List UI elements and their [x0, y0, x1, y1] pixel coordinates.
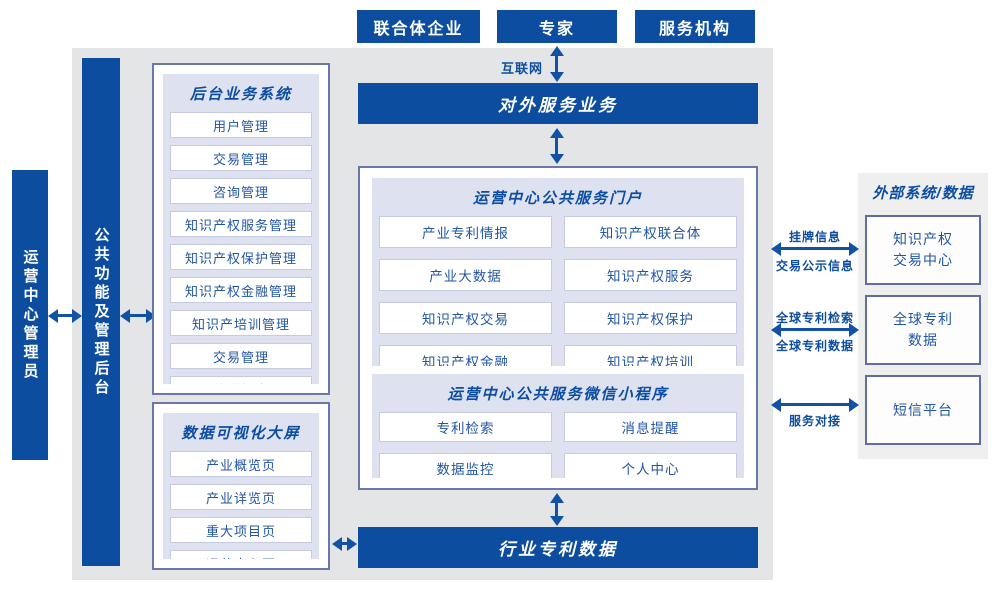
miniprogram-item: 专利检索	[379, 412, 552, 442]
dataviz-item: 重大项目页	[170, 517, 312, 543]
portal-item: 知识产权金融	[379, 345, 552, 366]
backend-item: 知识产权服务管理	[170, 211, 312, 237]
backend-item: 知识产培训管理	[170, 310, 312, 336]
ops-center-services-box: 运营中心公共服务门户 产业专利情报 知识产权联合体 产业大数据 知识产权服务 知…	[358, 166, 758, 490]
ops-center-admin-bar: 运营中心管理员	[12, 170, 48, 460]
backend-item: 咨询管理	[170, 178, 312, 204]
internet-connection-arrow	[549, 46, 564, 82]
backend-system-panel: 后台业务系统 用户管理 交易管理 咨询管理 知识产权服务管理 知识产权保护管理 …	[163, 74, 319, 384]
backend-item: 交易管理	[170, 343, 312, 369]
internet-label: 互联网	[500, 61, 543, 76]
data-visualization-panel: 数据可视化大屏 产业概览页 产业详览页 重大项目页 运营中心页	[163, 413, 319, 559]
external-service-bar: 对外服务业务	[358, 83, 758, 124]
admin-to-backend-arrow	[48, 308, 82, 323]
transaction-publicity-label: 交易公示信息	[775, 259, 854, 273]
external-systems-panel: 外部系统/数据 知识产权交易中心 全球专利数据 短信平台	[858, 173, 988, 459]
global-patent-search-label: 全球专利检索	[775, 311, 854, 325]
backend-item: 用户管理	[170, 112, 312, 138]
ip-trading-center-label: 知识产权交易中心	[893, 231, 953, 268]
public-function-label: 公共功能及管理后台	[92, 226, 110, 398]
ops-center-admin-label: 运营中心管理员	[21, 248, 39, 382]
consortium-enterprise-node: 联合体企业	[357, 10, 480, 43]
wechat-miniprogram-title: 运营中心公共服务微信小程序	[447, 386, 669, 403]
industry-patent-data-bar: 行业专利数据	[358, 527, 758, 568]
miniprogram-item: 数据监控	[379, 453, 552, 478]
public-function-bar: 公共功能及管理后台	[82, 58, 120, 566]
listing-info-label: 挂牌信息	[788, 230, 841, 244]
sms-platform-arrow	[771, 397, 859, 412]
portal-item: 产业专利情报	[379, 216, 552, 248]
miniprogram-item: 个人中心	[564, 453, 737, 478]
expert-node: 专家	[497, 10, 617, 43]
miniprogram-item: 消息提醒	[564, 412, 737, 442]
data-visualization-title: 数据可视化大屏	[181, 425, 301, 442]
external-systems-title: 外部系统/数据	[872, 185, 974, 202]
portal-item: 知识产权保护	[564, 302, 737, 334]
global-patent-data-node: 全球专利数据	[865, 295, 981, 365]
sms-platform-node: 短信平台	[865, 375, 981, 445]
public-service-portal-title: 运营中心公共服务门户	[472, 190, 643, 207]
service-connection-label: 服务对接	[788, 414, 841, 428]
backend-item: 交易管理	[170, 145, 312, 171]
sms-platform-label: 短信平台	[893, 401, 953, 418]
backend-bar-to-system-arrow	[120, 308, 156, 323]
backend-item: 统计报表	[170, 376, 312, 384]
ip-trading-center-node: 知识产权交易中心	[865, 215, 981, 285]
service-bar-to-portal-arrow	[549, 128, 564, 164]
dataviz-item: 产业详览页	[170, 484, 312, 510]
portal-item: 产业大数据	[379, 259, 552, 291]
global-patent-arrow	[771, 322, 859, 337]
dataviz-to-patent-data-arrow	[332, 536, 357, 551]
backend-system-box: 后台业务系统 用户管理 交易管理 咨询管理 知识产权服务管理 知识产权保护管理 …	[152, 63, 330, 395]
global-patent-data-label: 全球专利数据	[775, 339, 854, 353]
backend-item: 知识产权金融管理	[170, 277, 312, 303]
service-institution-node: 服务机构	[635, 10, 755, 43]
wechat-miniprogram-panel: 运营中心公共服务微信小程序 专利检索 消息提醒 数据监控 个人中心	[372, 374, 744, 478]
data-visualization-box: 数据可视化大屏 产业概览页 产业详览页 重大项目页 运营中心页	[152, 402, 330, 570]
global-patent-data-label: 全球专利数据	[893, 311, 953, 348]
trading-center-arrow	[771, 241, 859, 256]
public-service-portal-panel: 运营中心公共服务门户 产业专利情报 知识产权联合体 产业大数据 知识产权服务 知…	[372, 178, 744, 366]
backend-system-title: 后台业务系统	[189, 86, 292, 103]
portal-item: 知识产权服务	[564, 259, 737, 291]
dataviz-item: 产业概览页	[170, 451, 312, 477]
portal-item: 知识产权联合体	[564, 216, 737, 248]
dataviz-item: 运营中心页	[170, 550, 312, 559]
portal-item: 知识产权培训	[564, 345, 737, 366]
portal-to-patent-data-arrow	[549, 493, 564, 526]
portal-item: 知识产权交易	[379, 302, 552, 334]
backend-item: 知识产权保护管理	[170, 244, 312, 270]
